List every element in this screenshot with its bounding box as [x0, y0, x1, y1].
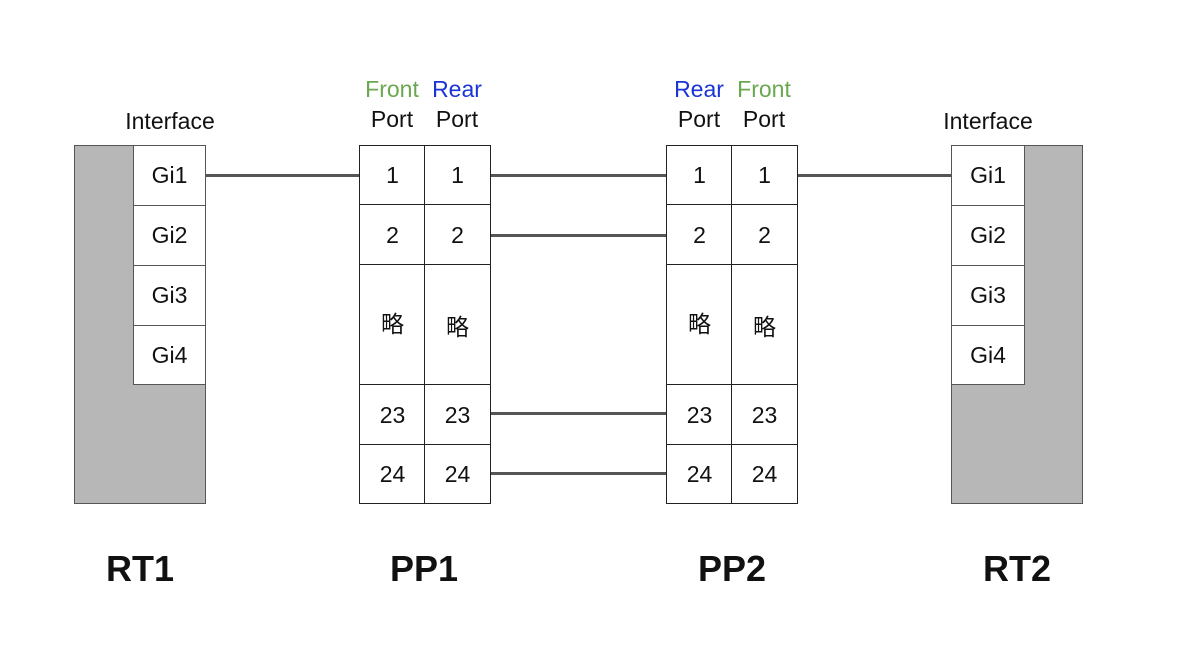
rt2-label: RT2 — [982, 548, 1051, 589]
pp2-rear-port-23: 23 — [666, 384, 733, 446]
rt1-port-gi1: Gi1 — [133, 145, 206, 206]
rt1-interface-header: Interface — [125, 108, 215, 134]
pp2-col2-top-label: Front — [737, 76, 791, 102]
pp1-col1-bottom-label: Port — [370, 106, 414, 132]
pp2-rear-port-2: 2 — [666, 204, 733, 266]
pp2-front-port-23: 23 — [731, 384, 798, 446]
pp2-col2-bottom-label: Port — [742, 106, 786, 132]
pp2-label: PP2 — [697, 548, 767, 589]
cable-pp1-rear-23-to-pp2-rear-23 — [491, 412, 666, 415]
pp2-rear-port-omitted: 略 — [666, 264, 733, 386]
pp1-col2-bottom-label: Port — [435, 106, 479, 132]
rt1-port-gi4: Gi4 — [133, 325, 206, 385]
cable-pp1-rear-24-to-pp2-rear-24 — [491, 472, 666, 475]
rt1-port-gi2: Gi2 — [133, 205, 206, 266]
rt2-port-gi1: Gi1 — [951, 145, 1025, 206]
rt2-interface-header: Interface — [943, 108, 1033, 134]
pp2-front-port-1: 1 — [731, 145, 798, 206]
cable-pp2-front-1-to-rt2-gi1 — [798, 174, 951, 177]
rt2-port-gi2: Gi2 — [951, 205, 1025, 266]
rt1-label: RT1 — [105, 548, 174, 589]
cable-pp1-rear-1-to-pp2-rear-1 — [491, 174, 666, 177]
pp1-rear-port-omitted: 略 — [424, 264, 491, 386]
pp2-front-port-2: 2 — [731, 204, 798, 266]
rt2-port-gi4: Gi4 — [951, 325, 1025, 385]
pp1-rear-port-2: 2 — [424, 204, 491, 266]
pp1-rear-port-23: 23 — [424, 384, 491, 446]
pp2-front-port-24: 24 — [731, 444, 798, 504]
cable-rt1-gi1-to-pp1-front-1 — [206, 174, 359, 177]
pp2-front-port-omitted: 略 — [731, 264, 798, 386]
pp1-label: PP1 — [389, 548, 459, 589]
pp2-col1-top-label: Rear — [674, 76, 724, 102]
pp1-front-port-omitted: 略 — [359, 264, 426, 386]
pp1-col2-top-label: Rear — [432, 76, 482, 102]
pp2-rear-port-24: 24 — [666, 444, 733, 504]
rt1-port-gi3: Gi3 — [133, 265, 206, 326]
pp1-front-port-23: 23 — [359, 384, 426, 446]
pp1-front-port-1: 1 — [359, 145, 426, 206]
pp2-col1-bottom-label: Port — [677, 106, 721, 132]
pp1-rear-port-1: 1 — [424, 145, 491, 206]
pp1-rear-port-24: 24 — [424, 444, 491, 504]
pp1-col1-top-label: Front — [365, 76, 419, 102]
pp2-rear-port-1: 1 — [666, 145, 733, 206]
cable-pp1-rear-2-to-pp2-rear-2 — [491, 234, 666, 237]
pp1-front-port-2: 2 — [359, 204, 426, 266]
rt2-port-gi3: Gi3 — [951, 265, 1025, 326]
pp1-front-port-24: 24 — [359, 444, 426, 504]
